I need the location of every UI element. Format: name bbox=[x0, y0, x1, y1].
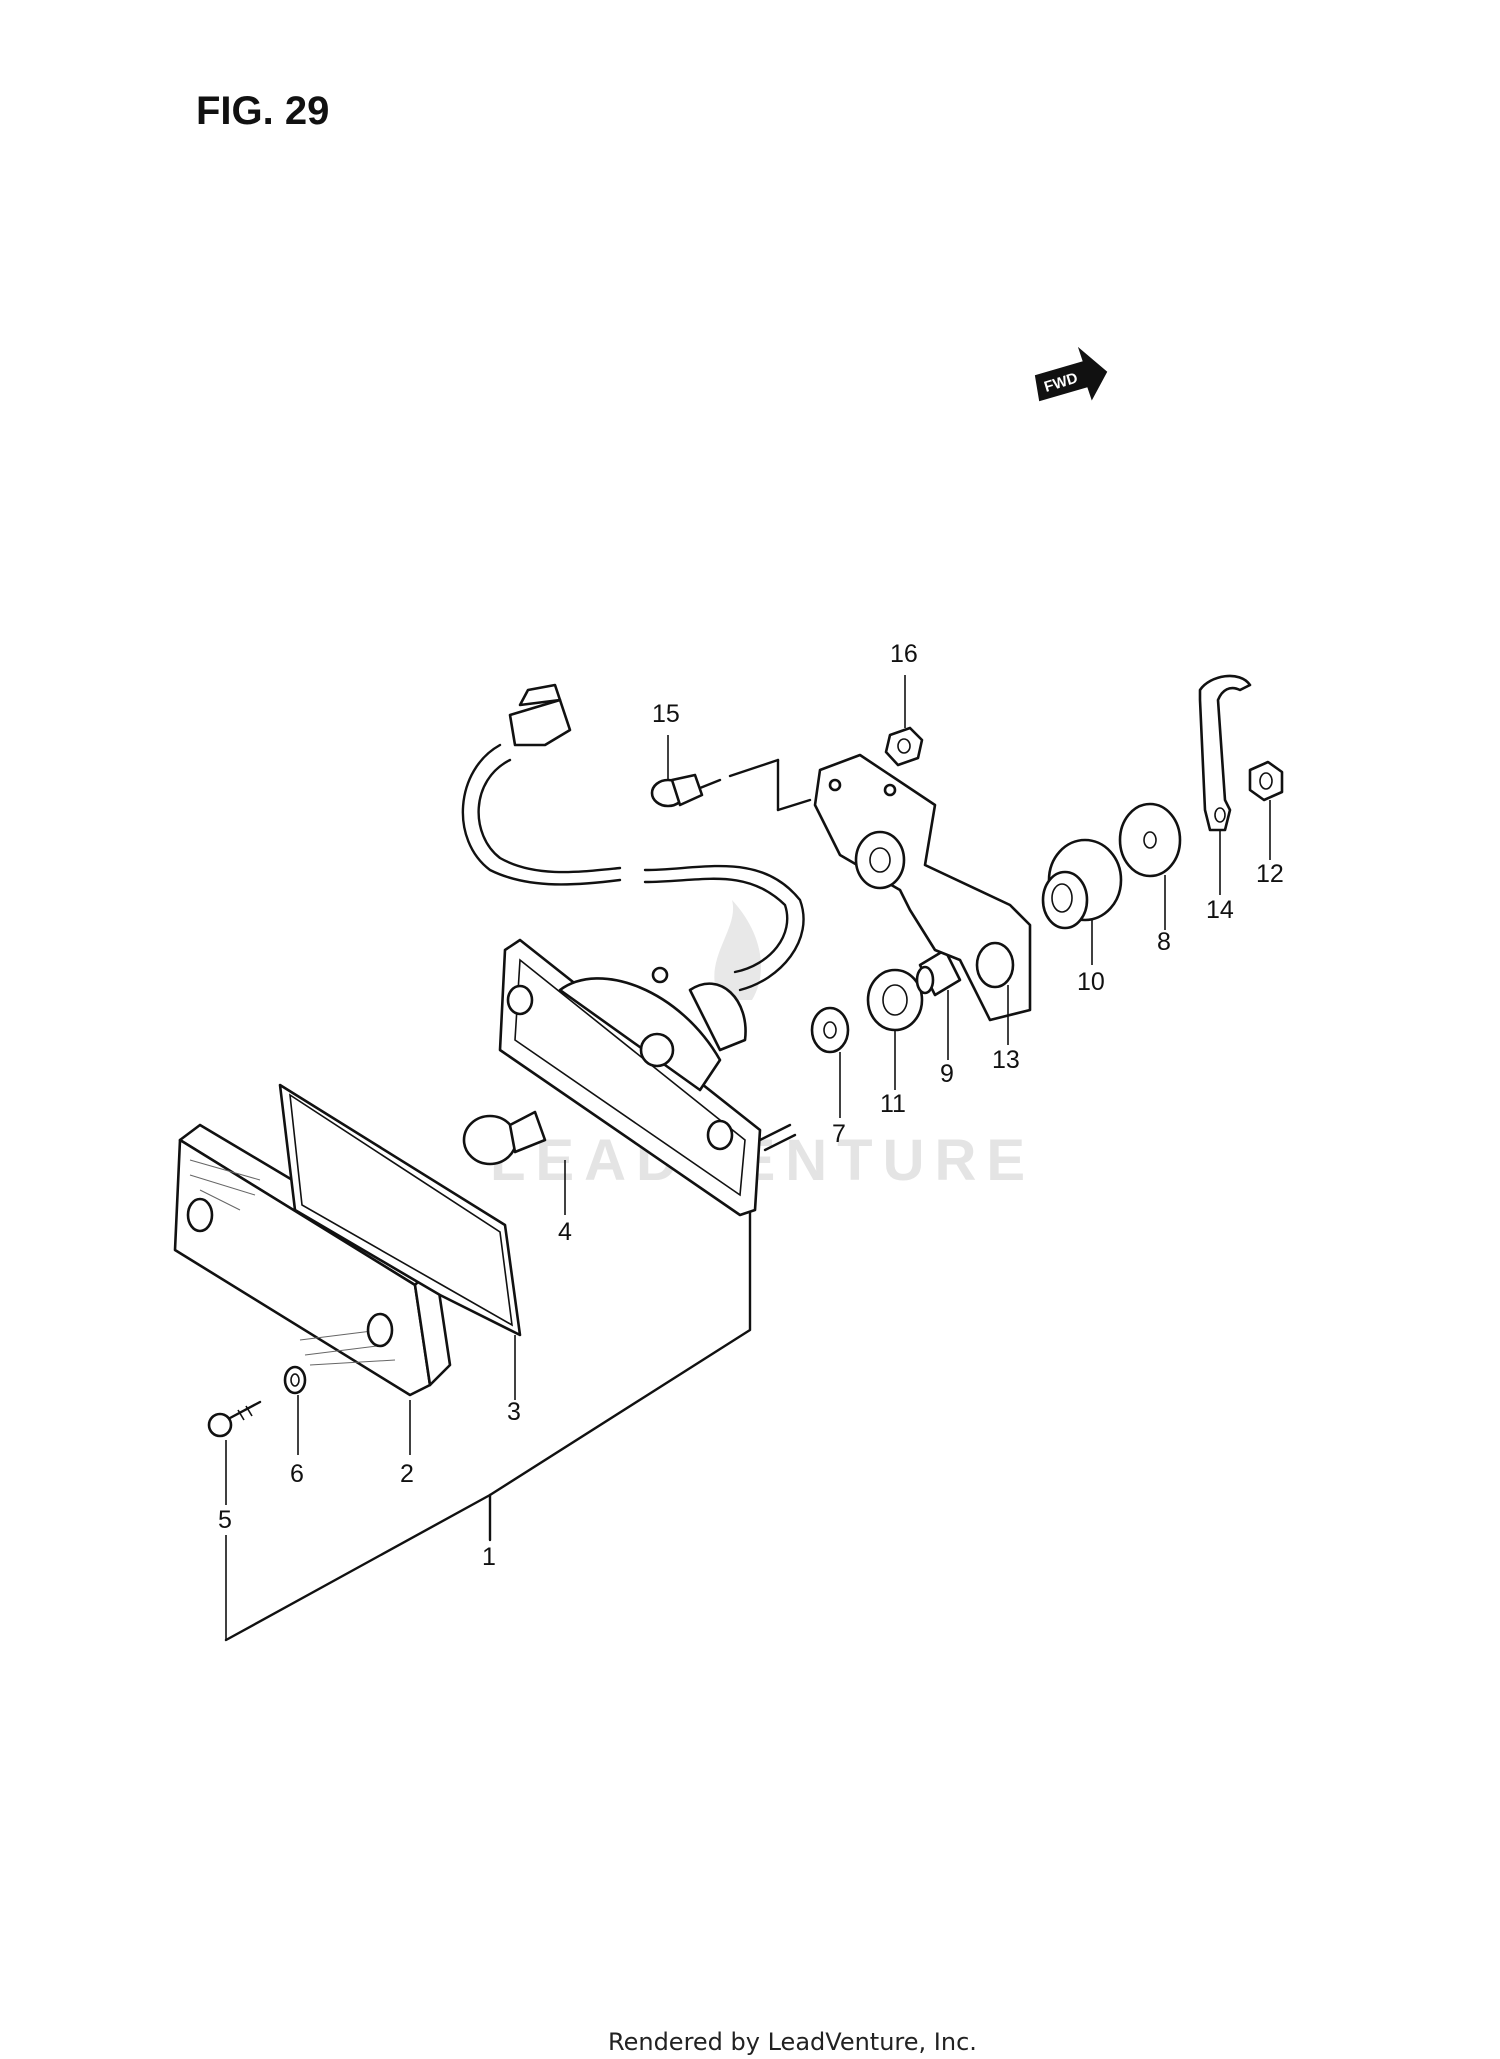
part-5-screw bbox=[207, 1400, 262, 1438]
callout-16: 16 bbox=[890, 640, 918, 668]
callout-10: 10 bbox=[1077, 968, 1105, 996]
part-13-bracket bbox=[813, 753, 1032, 1022]
fwd-arrow-icon: FWD bbox=[1034, 346, 1108, 402]
part-4-bulb bbox=[462, 1110, 547, 1166]
part-9-collar bbox=[915, 948, 962, 997]
part-15-bolt bbox=[650, 758, 812, 812]
footer-credit: Rendered by LeadVenture, Inc. bbox=[608, 2028, 977, 2056]
callout-4: 4 bbox=[558, 1218, 572, 1246]
leader-lines bbox=[225, 675, 1271, 1640]
callout-12: 12 bbox=[1256, 860, 1284, 888]
callout-2: 2 bbox=[400, 1460, 414, 1488]
part-16-nut bbox=[884, 726, 924, 767]
part-8-washer bbox=[1118, 802, 1182, 878]
callout-13: 13 bbox=[992, 1046, 1020, 1074]
wire-harness bbox=[461, 683, 805, 992]
part-10-cushion bbox=[1041, 838, 1123, 930]
callout-labels: 1 2 3 4 5 6 7 8 9 10 11 12 13 14 15 16 bbox=[218, 640, 1284, 1571]
callout-8: 8 bbox=[1157, 928, 1171, 956]
lamp-housing bbox=[498, 938, 797, 1217]
part-7-washer bbox=[810, 1006, 850, 1054]
callout-6: 6 bbox=[290, 1460, 304, 1488]
callout-9: 9 bbox=[940, 1060, 954, 1088]
callout-11: 11 bbox=[880, 1090, 906, 1118]
part-11-grommet bbox=[866, 968, 924, 1032]
callout-14: 14 bbox=[1206, 896, 1234, 924]
callout-3: 3 bbox=[507, 1398, 521, 1426]
part-3-gasket bbox=[278, 1083, 522, 1337]
figure-title: FIG. 29 bbox=[196, 89, 329, 133]
callout-7: 7 bbox=[832, 1120, 846, 1148]
part-14-strap bbox=[1198, 674, 1252, 832]
callout-5: 5 bbox=[218, 1506, 232, 1534]
part-12-nut bbox=[1248, 760, 1284, 802]
assembly-bracket bbox=[224, 1198, 752, 1642]
callout-1: 1 bbox=[482, 1543, 496, 1571]
part-6-washer bbox=[283, 1365, 307, 1395]
callout-15: 15 bbox=[652, 700, 680, 728]
